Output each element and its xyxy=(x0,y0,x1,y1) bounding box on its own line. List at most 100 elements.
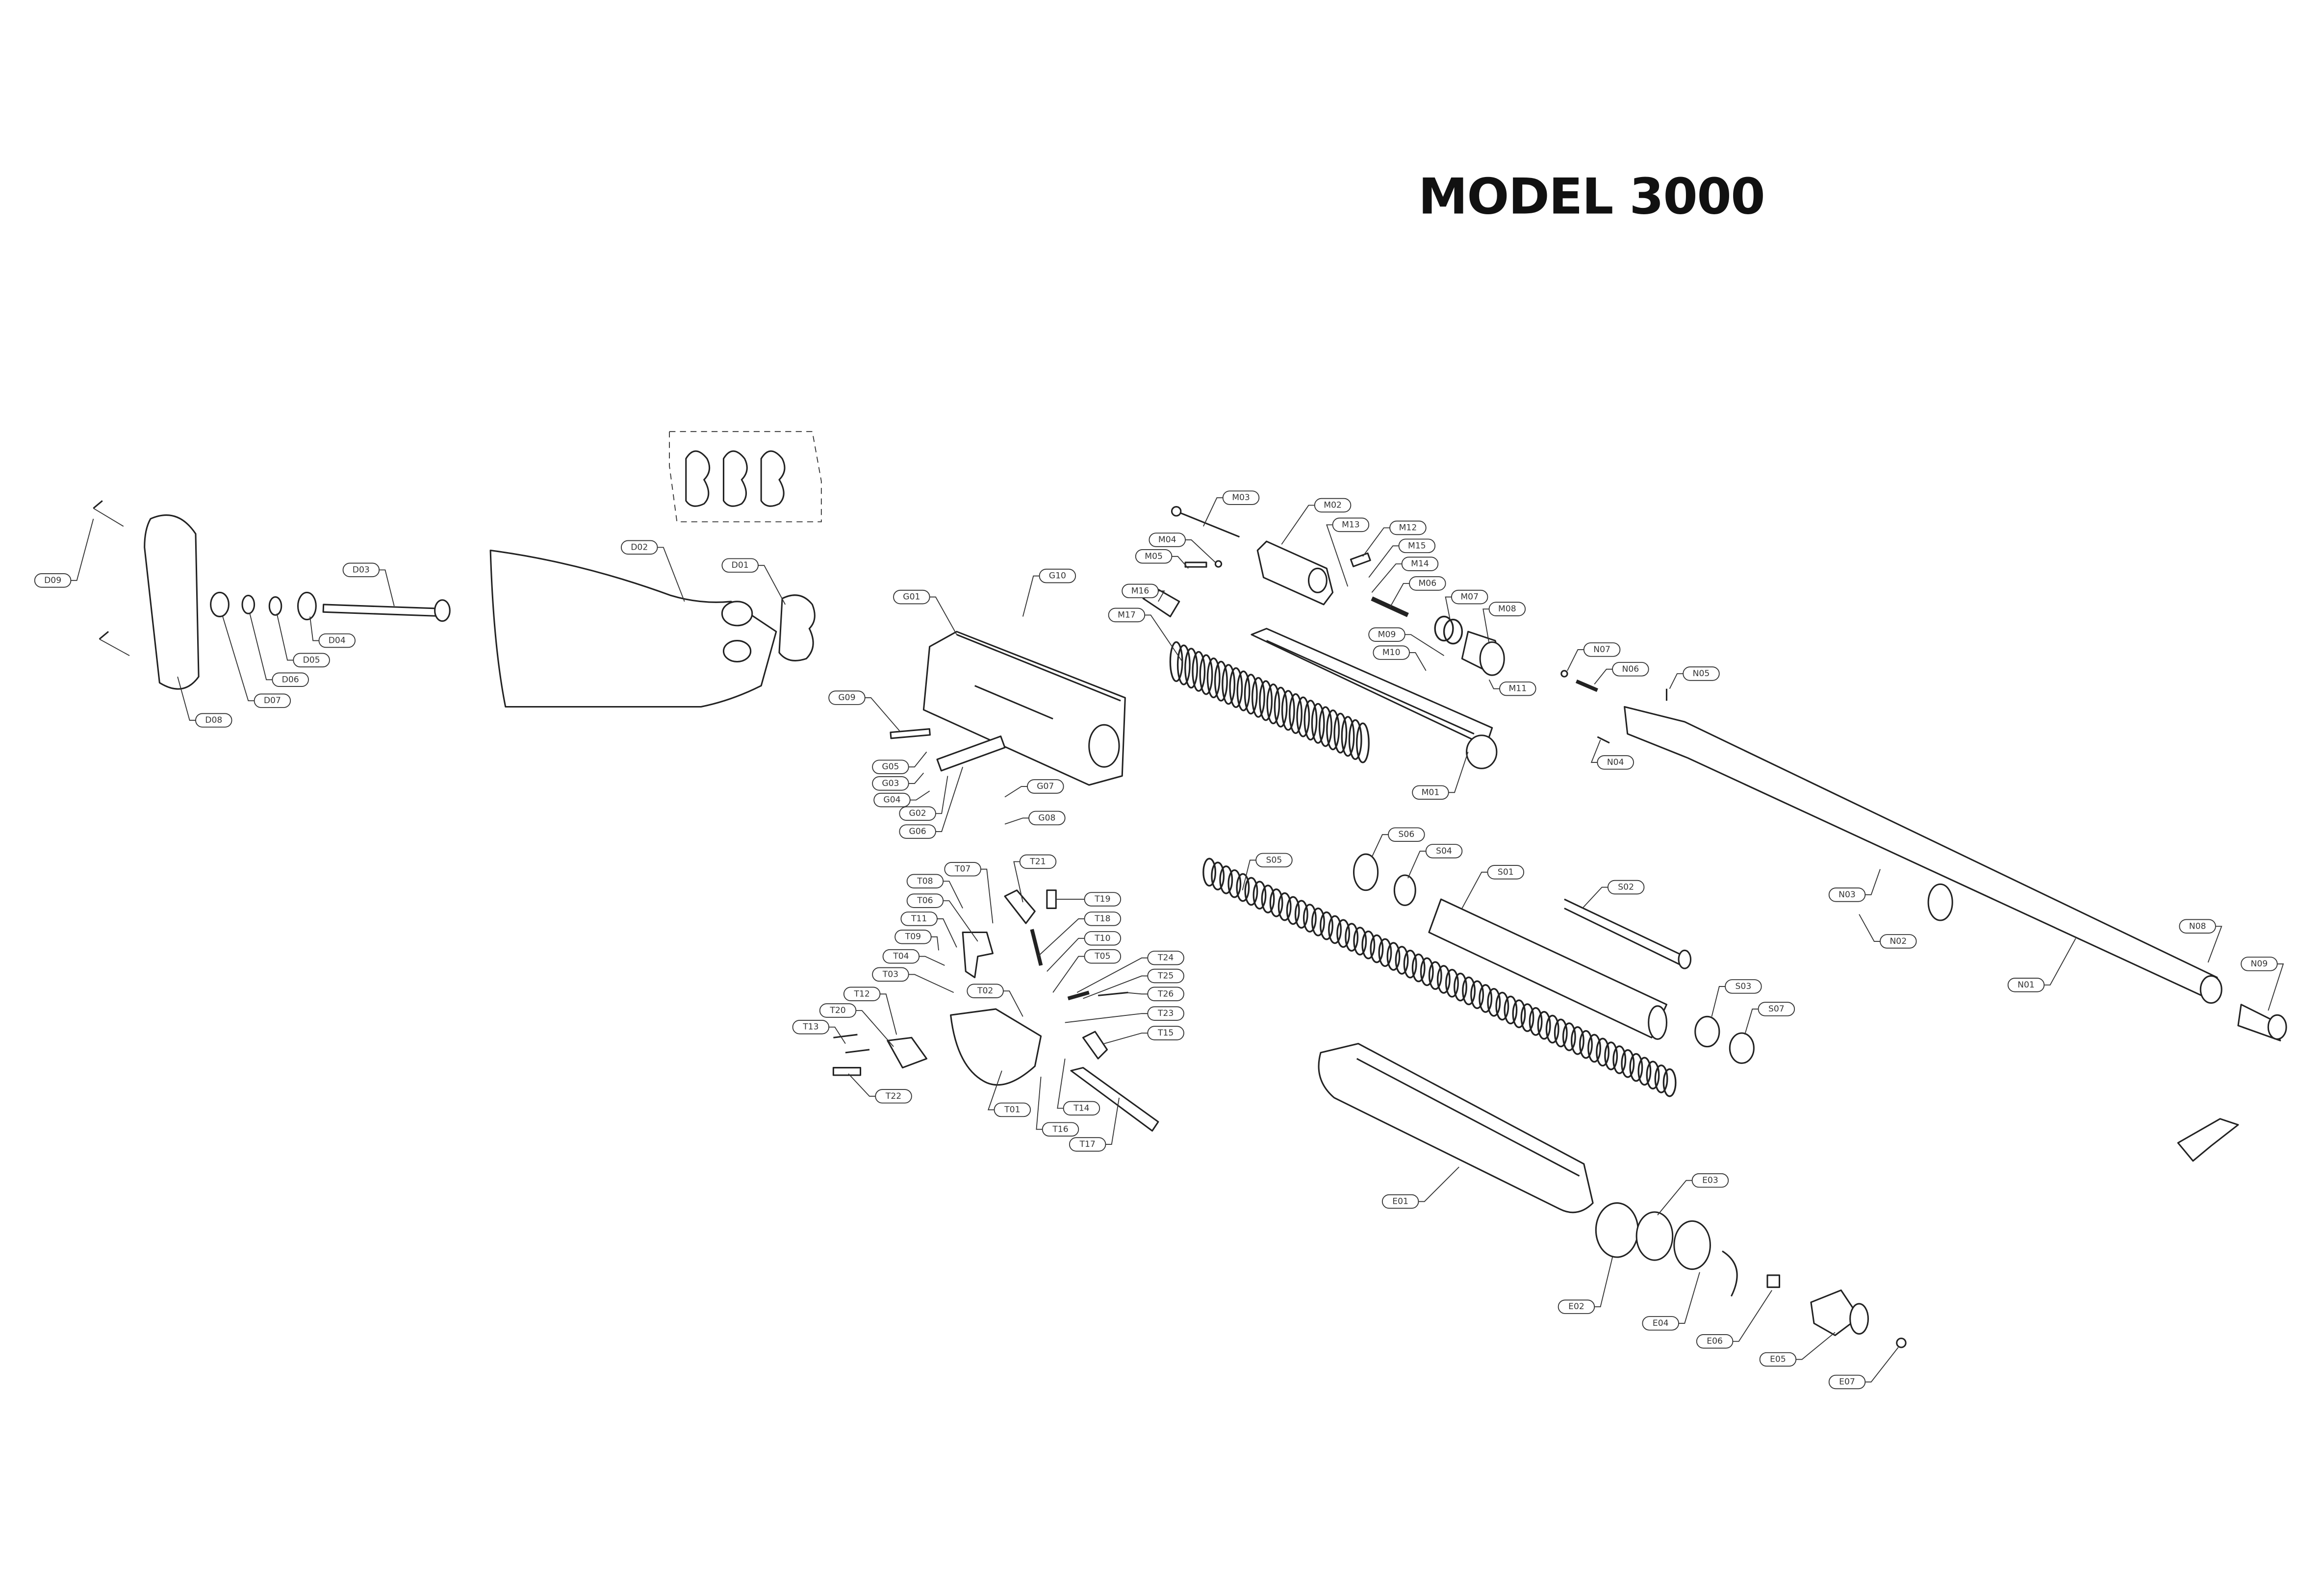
leader-line xyxy=(935,776,948,814)
callout-m04: M04 xyxy=(1149,532,1216,563)
callout-pill xyxy=(1398,538,1436,554)
leader-line xyxy=(1567,649,1584,671)
spring-coil xyxy=(1395,946,1409,975)
callout-m05: M05 xyxy=(1135,549,1189,569)
callout-pill xyxy=(900,911,938,926)
leader-line xyxy=(848,1073,876,1097)
callout-pill xyxy=(1147,968,1184,984)
stock-plate xyxy=(778,594,816,661)
leader-line xyxy=(1418,1166,1459,1202)
spring-coil xyxy=(1554,1018,1568,1048)
spring-coil xyxy=(1318,706,1332,747)
part-number: T17 xyxy=(1079,1139,1096,1149)
callout-t04: T04 xyxy=(882,949,945,966)
leader-line xyxy=(880,993,897,1035)
part-number: E02 xyxy=(1568,1302,1584,1312)
callout-e07: E07 xyxy=(1828,1347,1899,1390)
callout-g09: G09 xyxy=(828,690,900,732)
spring-coil xyxy=(1629,1053,1643,1082)
leader-line xyxy=(1242,860,1256,890)
callout-g05: G05 xyxy=(872,751,927,774)
spring-coil xyxy=(1176,644,1191,685)
leader-line xyxy=(1679,1272,1700,1324)
callout-pill xyxy=(1691,1173,1729,1188)
leader-line xyxy=(919,956,945,966)
leader-line xyxy=(222,616,255,702)
part-number: D04 xyxy=(329,636,346,646)
spring-coil xyxy=(1328,915,1342,944)
callout-pill xyxy=(872,759,909,774)
leader-line xyxy=(1669,673,1684,689)
callout-t19: T19 xyxy=(1056,892,1122,907)
leader-line xyxy=(1371,563,1402,593)
callout-pill xyxy=(1332,517,1370,532)
part-number: M10 xyxy=(1382,648,1401,658)
callout-pill xyxy=(1063,1101,1100,1116)
callout-m01: M01 xyxy=(1412,752,1469,800)
callout-pill xyxy=(1084,949,1122,964)
callout-m12: M12 xyxy=(1362,520,1427,557)
callout-t05: T05 xyxy=(1052,949,1122,993)
callout-m02: M02 xyxy=(1281,498,1352,545)
callout-s06: S06 xyxy=(1371,827,1425,858)
spring-coil xyxy=(1495,991,1509,1021)
spring-coil xyxy=(1403,949,1417,979)
leader-line xyxy=(1326,524,1349,587)
callout-pill xyxy=(1255,853,1293,868)
part-number: T07 xyxy=(954,864,970,874)
part-number: T06 xyxy=(917,896,933,906)
callout-pill xyxy=(1451,589,1488,605)
callout-n06: N06 xyxy=(1594,662,1649,685)
stock-bolt xyxy=(322,599,451,622)
callout-pill xyxy=(1389,520,1427,535)
callout-t20: T20 xyxy=(819,1003,894,1047)
part-number: T04 xyxy=(893,952,909,961)
spring-coil xyxy=(1252,881,1267,910)
callout-s04: S04 xyxy=(1407,844,1463,879)
callout-m14: M14 xyxy=(1371,557,1439,593)
callout-pill xyxy=(1069,1137,1106,1152)
callout-t11: T11 xyxy=(900,911,957,948)
leader-line xyxy=(1037,918,1085,957)
spring-coil xyxy=(1274,686,1288,728)
spring-coil xyxy=(1251,677,1265,718)
callout-g04: G04 xyxy=(873,790,930,808)
spring-coil xyxy=(1345,923,1359,952)
part-number: M16 xyxy=(1131,586,1149,596)
callout-e04: E04 xyxy=(1642,1272,1700,1331)
leader-line xyxy=(1389,583,1410,608)
spring-coil xyxy=(1211,861,1225,890)
callout-n07: N07 xyxy=(1567,642,1621,671)
part-number: G02 xyxy=(909,809,926,818)
callout-pill xyxy=(1828,1374,1866,1390)
parts-drawing xyxy=(93,431,2287,1348)
callout-t03: T03 xyxy=(872,967,954,993)
leader-line xyxy=(1711,986,1726,1017)
callout-pill xyxy=(1314,498,1352,513)
callout-pill xyxy=(1412,785,1449,800)
callout-pill xyxy=(272,672,309,687)
callout-s01: S01 xyxy=(1461,865,1525,909)
part-number: D07 xyxy=(264,696,281,706)
leader-line xyxy=(1065,1013,1148,1023)
callout-pill xyxy=(875,1089,912,1104)
callout-pill xyxy=(899,806,936,821)
part-number: T11 xyxy=(911,914,927,924)
spring-coil xyxy=(1529,1007,1543,1036)
callout-pill xyxy=(254,693,291,708)
part-number: N07 xyxy=(1593,645,1610,655)
spring-coil xyxy=(1428,961,1442,990)
part-number: T13 xyxy=(802,1022,818,1032)
part-number: N03 xyxy=(1839,890,1856,900)
part-number: E06 xyxy=(1707,1337,1723,1346)
part-number: G09 xyxy=(838,693,855,703)
spring-coil xyxy=(1420,957,1434,987)
action-bars xyxy=(1251,628,1498,769)
spring-coil xyxy=(1219,865,1233,894)
callout-pill xyxy=(2179,919,2216,934)
callout-d04: D04 xyxy=(309,616,356,648)
callout-n01: N01 xyxy=(2007,938,2076,992)
callout-t17: T17 xyxy=(1069,1097,1120,1152)
action-spring[interactable] xyxy=(1169,641,1370,763)
spring-coil xyxy=(1199,654,1213,695)
